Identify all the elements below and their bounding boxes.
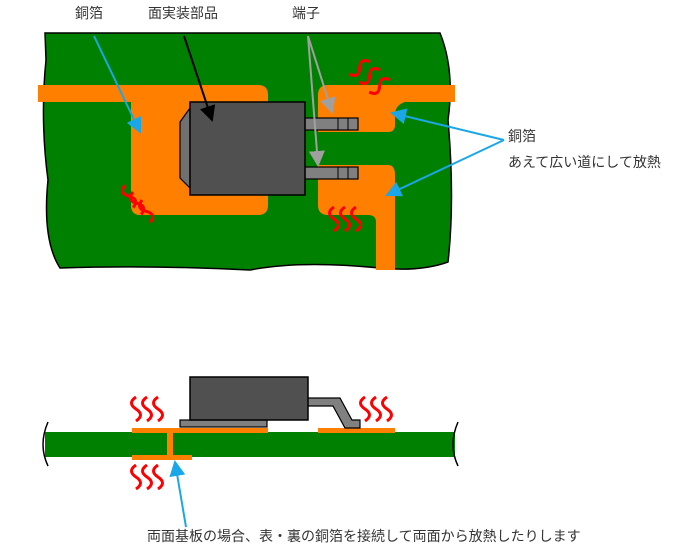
smd-component-body-side xyxy=(189,376,309,421)
component-pin-lower xyxy=(304,166,359,180)
arrow-terminal-upper xyxy=(307,35,336,114)
arrow-terminal-lower xyxy=(307,35,325,167)
label-double-sided-note: 両面基板の場合、表・裏の銅箔を接続して両面から放熱したりします xyxy=(147,529,581,545)
copper-bottom xyxy=(132,455,192,460)
component-base xyxy=(179,419,268,428)
label-wide-path-note: あえて広い道にして放熱 xyxy=(508,155,661,171)
label-copper-foil: 銅箔 xyxy=(75,6,103,22)
pcb-side-view xyxy=(42,376,459,528)
arrow-copper-right-lower xyxy=(385,139,505,197)
arrow-copper-left xyxy=(93,35,142,134)
copper-top-right xyxy=(318,428,395,433)
pcb-top-view xyxy=(38,32,505,271)
component-pin-upper xyxy=(304,117,359,131)
label-smd-component: 面実装部品 xyxy=(148,6,218,22)
component-lead xyxy=(304,397,361,429)
copper-top-left xyxy=(132,428,268,433)
arrow-copper-right-upper xyxy=(390,108,505,141)
label-terminal: 端子 xyxy=(292,6,320,22)
smd-component-body xyxy=(189,101,306,196)
label-copper-foil-right: 銅箔 xyxy=(508,129,536,145)
via xyxy=(167,430,173,458)
arrow-via xyxy=(169,460,187,528)
arrow-component xyxy=(183,35,216,122)
pcb-board-side xyxy=(45,432,455,457)
copper-trace-right-bottom xyxy=(318,165,395,270)
component-tab xyxy=(179,106,191,190)
